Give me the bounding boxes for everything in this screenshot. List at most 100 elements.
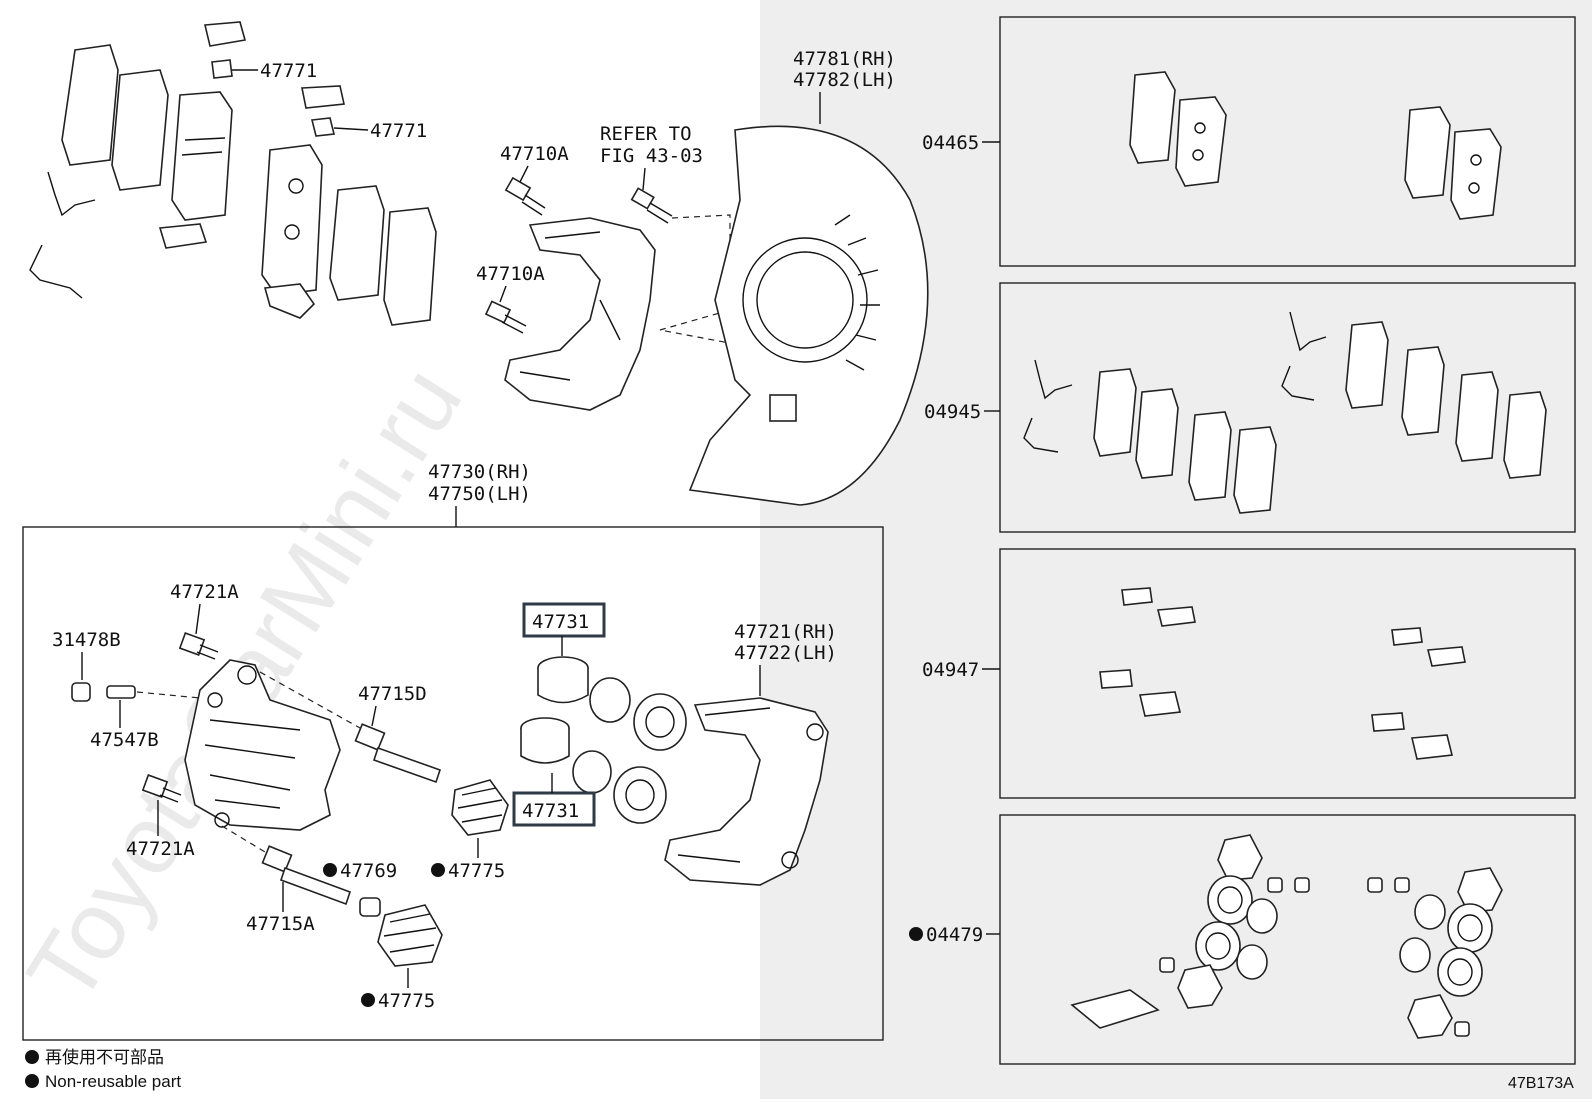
label-kit-04945: 04945 <box>924 401 981 423</box>
label-47715d: 47715D <box>358 683 427 705</box>
pad-hole-2 <box>284 224 300 240</box>
label-47771-a: 47771 <box>260 60 317 82</box>
label-47775-lower: 47775 <box>378 990 435 1012</box>
bracket-detail-lines <box>519 231 621 381</box>
leader-47715d <box>371 705 377 727</box>
pad-support-plate-4 <box>263 283 316 319</box>
cylinder-boot-upper-inner <box>645 706 675 738</box>
label-kit-04479: 04479 <box>926 924 983 946</box>
non-reusable-dot-47769 <box>323 863 337 877</box>
kit-box-04945 <box>999 282 1576 533</box>
caliper-assembly-box <box>22 526 884 1041</box>
bleeder-plug-47547b <box>106 685 136 699</box>
kit-box-04479 <box>999 814 1576 1065</box>
refer-bolt <box>630 187 673 224</box>
caliper-bracket-47721 <box>664 697 829 886</box>
hub-opening <box>742 237 868 363</box>
label-47769: 47769 <box>340 860 397 882</box>
label-47721a-upper: 47721A <box>170 581 239 603</box>
anti-rattle-spring-1 <box>47 171 96 217</box>
bolt-thread-upper <box>196 644 219 660</box>
caliper-fins <box>204 719 301 809</box>
bracket-bolt-47710a-upper <box>504 176 546 216</box>
brake-pad-inner <box>171 91 233 221</box>
caliper-piston-upper <box>537 656 589 704</box>
label-47731-upper: 47731 <box>532 611 589 633</box>
bracket-47721-details <box>677 707 771 863</box>
caliper-body <box>184 659 341 831</box>
pad-hole-1 <box>288 178 304 194</box>
non-reusable-dot-47775-upper <box>431 863 445 877</box>
piston-seal-upper <box>589 677 631 723</box>
label-47775-upper: 47775 <box>448 860 505 882</box>
label-47715a: 47715A <box>246 913 315 935</box>
slide-pin-dashed-lower <box>221 825 266 853</box>
label-31478b: 31478B <box>52 629 121 651</box>
cooling-slots <box>834 214 880 371</box>
bracket-47721-body <box>664 697 829 886</box>
leader-47710a-lower <box>499 285 507 303</box>
caliper-housing <box>184 659 341 831</box>
bleeder-cap-31478b <box>71 682 91 702</box>
bracket-body <box>504 217 656 411</box>
pad-clip-47771-b <box>311 117 335 137</box>
label-kit-04465: 04465 <box>922 132 979 154</box>
label-47771-b: 47771 <box>370 120 427 142</box>
kit-04945-shims <box>1023 311 1547 514</box>
slide-pin-dashed-upper <box>259 671 361 729</box>
slide-pin-boot-47775-lower <box>377 904 443 967</box>
brake-pad-outer <box>261 144 323 296</box>
bracket-hole-upper <box>806 723 824 741</box>
brake-pad-group-top-left <box>29 21 437 326</box>
caliper-boss-side <box>207 692 223 708</box>
kit-04465-pads <box>1129 71 1502 220</box>
pad-support-plate-1 <box>204 21 247 47</box>
caliper-bolt-47721a-lower <box>141 774 169 798</box>
caliper-mounting-bracket <box>504 217 656 411</box>
non-reusable-dot-47775-lower <box>361 993 375 1007</box>
legend-dot-2 <box>25 1074 39 1088</box>
bracket-bolt-47710a-lower <box>484 300 527 334</box>
shield-bracket <box>769 394 797 422</box>
slide-pin-47715d <box>354 723 442 784</box>
dust-cover-outline <box>688 125 929 506</box>
dashed-alignment-lines <box>659 214 741 346</box>
leader-47771-b <box>333 127 369 131</box>
pad-clip-47771-a <box>211 59 233 79</box>
label-refer-line2: FIG 43-03 <box>600 145 703 167</box>
kit-04947-clips <box>1099 587 1466 760</box>
label-refer-line1: REFER TO <box>600 123 692 145</box>
label-47710a-lower: 47710A <box>476 263 545 285</box>
pad-support-plate-3 <box>158 223 208 249</box>
disc-brake-dust-cover <box>688 125 929 506</box>
caliper-boss-top <box>237 665 257 685</box>
pad-support-plate-2 <box>301 85 345 109</box>
legend-text-english: Non-reusable part <box>45 1072 181 1091</box>
bracket-hole-lower <box>781 851 799 869</box>
pad-shim-1 <box>61 44 119 166</box>
non-reusable-dot-04479 <box>909 927 923 941</box>
kit-04479-seals <box>1070 834 1503 1039</box>
slide-pin-47715a <box>261 845 352 906</box>
pad-friction-lines <box>181 137 226 156</box>
label-47721a-lower: 47721A <box>126 838 195 860</box>
leader-refer <box>642 167 646 191</box>
caliper-piston-lower <box>520 717 570 764</box>
anti-rattle-spring-2 <box>29 244 83 299</box>
label-47782-lh: 47782(LH) <box>793 69 896 91</box>
slide-pin-boot-47775-upper <box>451 779 509 836</box>
label-47781-rh: 47781(RH) <box>793 48 896 70</box>
leader-47721a-upper <box>195 603 201 635</box>
kit-box-04947 <box>999 548 1576 799</box>
leader-47710a-upper <box>519 165 529 183</box>
bolt-thread-lower <box>159 787 182 803</box>
label-47710a-upper: 47710A <box>500 143 569 165</box>
figure-code: 47B173A <box>1508 1075 1574 1092</box>
hub-inner-ring <box>756 251 854 349</box>
cylinder-boot-upper <box>633 693 687 751</box>
highlight-box-47731-lower <box>512 791 596 827</box>
label-47750-lh: 47750(LH) <box>428 483 531 505</box>
label-47721-rh: 47721(RH) <box>734 621 837 643</box>
label-kit-04947: 04947 <box>922 659 979 681</box>
